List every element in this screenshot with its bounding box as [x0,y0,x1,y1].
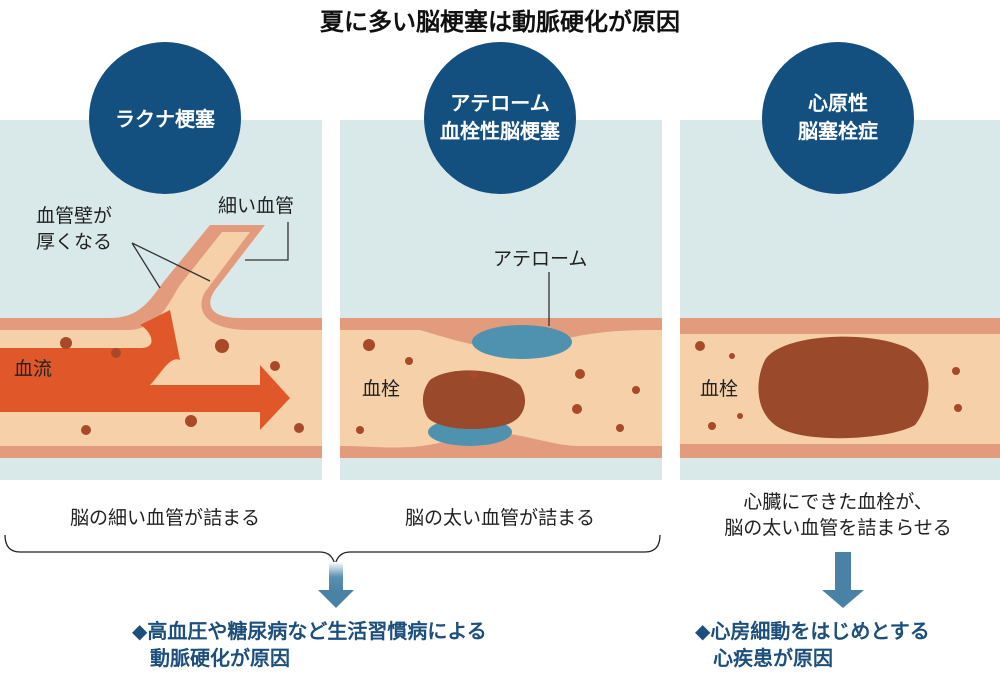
label-flow: 血流 [14,358,52,380]
arrow-down-left [318,562,354,608]
panel-atherothrombotic: アテローム 血栓 アテローム 血栓性脳梗塞 脳の太い血管が詰まる [340,42,662,529]
label-wall: 血管壁が [36,205,112,227]
result-atherosclerosis: ◆高血圧や糖尿病など生活習慣病による [132,619,487,643]
result-cardiac-2: 心疾患が原因 [713,646,833,670]
heading-lacunar: ラクナ梗塞 [115,107,216,131]
heading-circle [89,42,241,194]
heading-athero-2: 血栓性脳梗塞 [440,119,561,143]
caption-lacunar: 脳の細い血管が詰まる [70,507,260,529]
heading-cardio-2: 脳塞栓症 [797,119,878,143]
label-thrombus: 血栓 [362,378,400,400]
page-title: 夏に多い脳梗塞は動脈硬化が原因 [320,8,680,36]
caption-cardio: 心臓にできた血栓が、 [743,491,933,513]
heading-circle [762,42,914,194]
panel-cardioembolic: 血栓 心原性 脳塞栓症 心臓にできた血栓が、 脳の太い血管を詰まらせる [680,42,1000,539]
heading-circle [424,42,576,194]
embolus [758,336,929,439]
label-wall-2: 厚くなる [36,231,112,253]
label-small-vessel: 細い血管 [218,195,294,217]
blood-cells [60,337,304,435]
caption-athero: 脳の太い血管が詰まる [405,507,595,529]
result-cardiac: ◆心房細動をはじめとする [695,619,930,643]
panel-lacunar: 血管壁が 厚くなる 細い血管 血流 ラクナ梗塞 脳の細い血管が詰まる [0,42,322,529]
blood-flow-arrow [0,310,290,430]
caption-cardio-2: 脳の太い血管を詰まらせる [724,517,952,539]
thrombus [422,370,525,430]
heading-cardio: 心原性 [808,91,868,115]
label-atheroma: アテローム [493,248,587,270]
label-thrombus: 血栓 [700,378,738,400]
brace [4,534,661,566]
atheroma [472,325,572,359]
result-atherosclerosis-2: 動脈硬化が原因 [150,646,290,670]
arrow-down-right [822,552,864,608]
heading-athero: アテローム [450,91,549,115]
